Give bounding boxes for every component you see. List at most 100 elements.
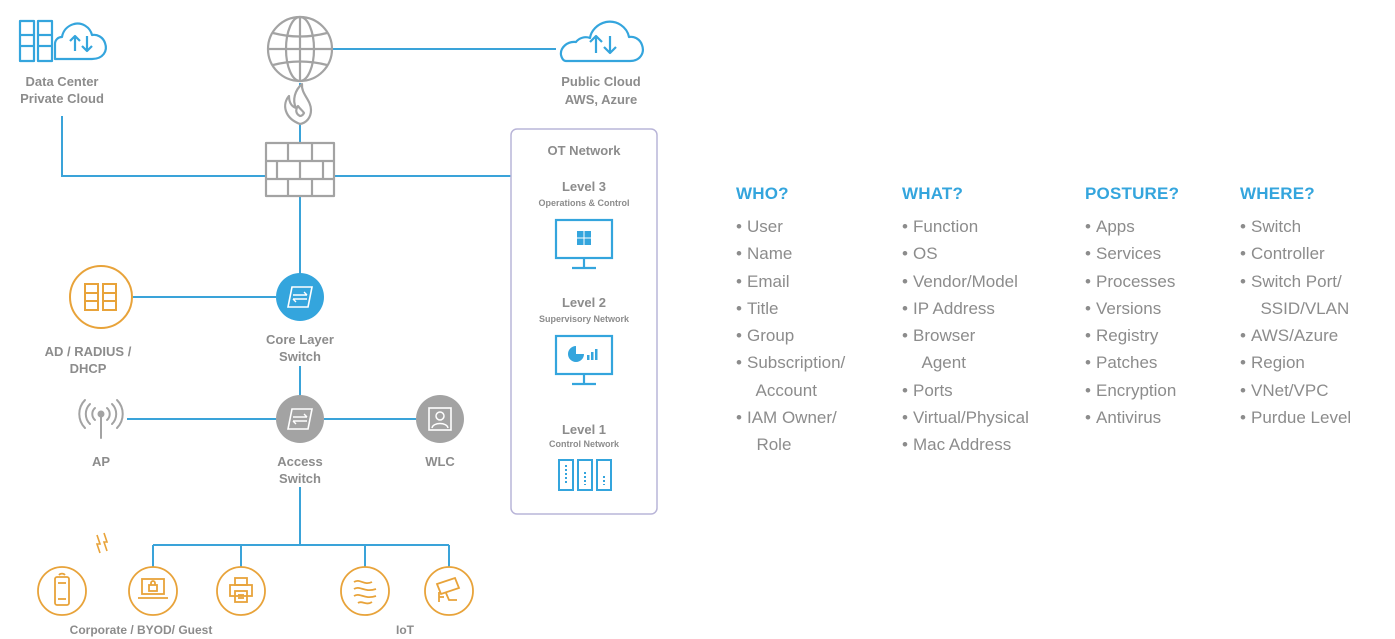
where-list: •Switch•Controller•Switch Port/ SSID/VLA… [1240,213,1351,431]
attribute-text: Vendor/Model [913,271,1018,291]
data-center-label-2: Private Cloud [20,91,104,106]
bullet: • [1085,353,1091,373]
where-column: WHERE? •Switch•Controller•Switch Port/ S… [1240,184,1351,431]
attribute-text: Title [747,298,779,318]
attribute-text: AWS/Azure [1251,326,1339,346]
attribute-text: Processes [1096,271,1176,291]
attribute-item: •Virtual/Physical [902,404,1029,431]
attribute-text: Apps [1096,217,1135,236]
core-switch-node: Core Layer Switch [266,273,334,364]
ot-network-box: OT Network Level 3 Operations & Control … [510,128,658,515]
attribute-text: Purdue Level [1251,408,1352,428]
what-column: WHAT? •Function•OS•Vendor/Model•IP Addre… [902,184,1029,459]
posture-column: POSTURE? •Apps•Services•Processes•Versio… [1085,184,1179,431]
wlc-node: WLC [416,395,464,469]
attribute-item: •User [736,213,845,240]
ot-network-title: OT Network [548,143,622,158]
public-cloud-label-2: AWS, Azure [565,92,637,107]
attribute-item: • Apps [1085,213,1179,240]
bullet: • [1240,408,1246,428]
ap-label: AP [92,454,110,469]
bullet: • [1085,217,1091,236]
laptop-lock-icon [128,566,178,616]
attribute-item: •Patches [1085,349,1179,376]
level-3-name: Level 3 [562,179,606,194]
attribute-text: Function [913,217,979,236]
bullet: • [902,380,908,400]
attribute-item: •Group [736,322,845,349]
bullet: • [736,326,742,346]
posture-heading: POSTURE? [1085,184,1180,203]
attribute-text: Antivirus [1096,408,1162,428]
attribute-text: Encryption [1096,380,1177,400]
attribute-item: •Ports [902,377,1029,404]
attribute-item: •Processes [1085,268,1179,295]
posture-list: •Apps•Services•Processes•Versions•Regist… [1085,213,1179,431]
attribute-text: Ports [913,380,953,400]
attribute-item: •IAM Owner/ [736,404,845,431]
bullet: • [1085,408,1091,428]
attribute-item: •Title [736,295,845,322]
attribute-item: Agent [902,349,1029,376]
bullet: • [736,408,742,428]
bullet: • [1240,217,1246,236]
attribute-text: Virtual/Physical [913,408,1029,428]
cloud-icon [559,20,644,63]
attribute-item: •Switch Port/ [1240,268,1351,295]
security-camera-icon [424,566,474,616]
attribute-text: Role [747,435,792,455]
bullet: • [902,435,908,455]
attribute-item: •Region [1240,349,1351,376]
bullet: • [1085,326,1091,346]
attribute-item: •Registry [1085,322,1179,349]
attribute-text: Services [1096,244,1162,264]
attribute-item: •Email [736,268,845,295]
where-heading: WHERE? [1240,184,1315,203]
attribute-text: Email [747,271,790,291]
level-1-sub: Control Network [549,439,620,449]
globe-icon [266,15,334,83]
wlc-icon [416,395,464,443]
bullet: • [736,217,742,236]
attribute-item: •Services [1085,240,1179,267]
bullet: • [902,271,908,291]
ad-radius-node: AD / RADIUS / DHCP [45,265,133,376]
wlc-label: WLC [425,454,455,469]
attribute-text: Region [1251,353,1305,373]
attribute-text: Subscription/ [747,353,846,373]
link-datacenter-firewall [61,116,266,177]
attribute-text: Controller [1251,244,1325,264]
attribute-text: Switch Port/ [1251,271,1342,291]
attribute-text: Account [747,380,817,400]
attribute-text: SSID/VLAN [1251,298,1350,318]
switch-icon [276,273,324,321]
ad-radius-label-2: DHCP [70,361,107,376]
wireless-ap-icon [78,399,124,439]
attribute-text: Agent [913,353,966,373]
attribute-item: •Mac Address [902,431,1029,458]
what-heading: WHAT? [902,184,964,203]
attribute-item: •Controller [1240,240,1351,267]
access-switch-label-2: Switch [279,471,321,486]
connection-lines [61,48,556,567]
access-switch-node: Access Switch [276,395,324,486]
attribute-text: VNet/VPC [1251,380,1329,400]
access-switch-label-1: Access [277,454,323,469]
sensor-waves-icon [340,566,390,616]
attribute-item: •Subscription/ [736,349,845,376]
bullet: • [902,217,908,236]
bullet: • [736,353,742,373]
attribute-text: Browser [913,326,976,346]
who-list: •User•Name•Email•Title•Group•Subscriptio… [736,213,845,459]
ad-radius-label-1: AD / RADIUS / [45,344,132,359]
bullet: • [1085,271,1091,291]
printer-icon [216,566,266,616]
corporate-group-label: Corporate / BYOD/ Guest [70,623,213,637]
attribute-text: IP Address [913,298,995,318]
attribute-text: Group [747,326,795,346]
attribute-item: •IP Address [902,295,1029,322]
attribute-item: •OS [902,240,1029,267]
attribute-item: •Purdue Level [1240,404,1351,431]
iot-group-label: IoT [396,623,415,637]
